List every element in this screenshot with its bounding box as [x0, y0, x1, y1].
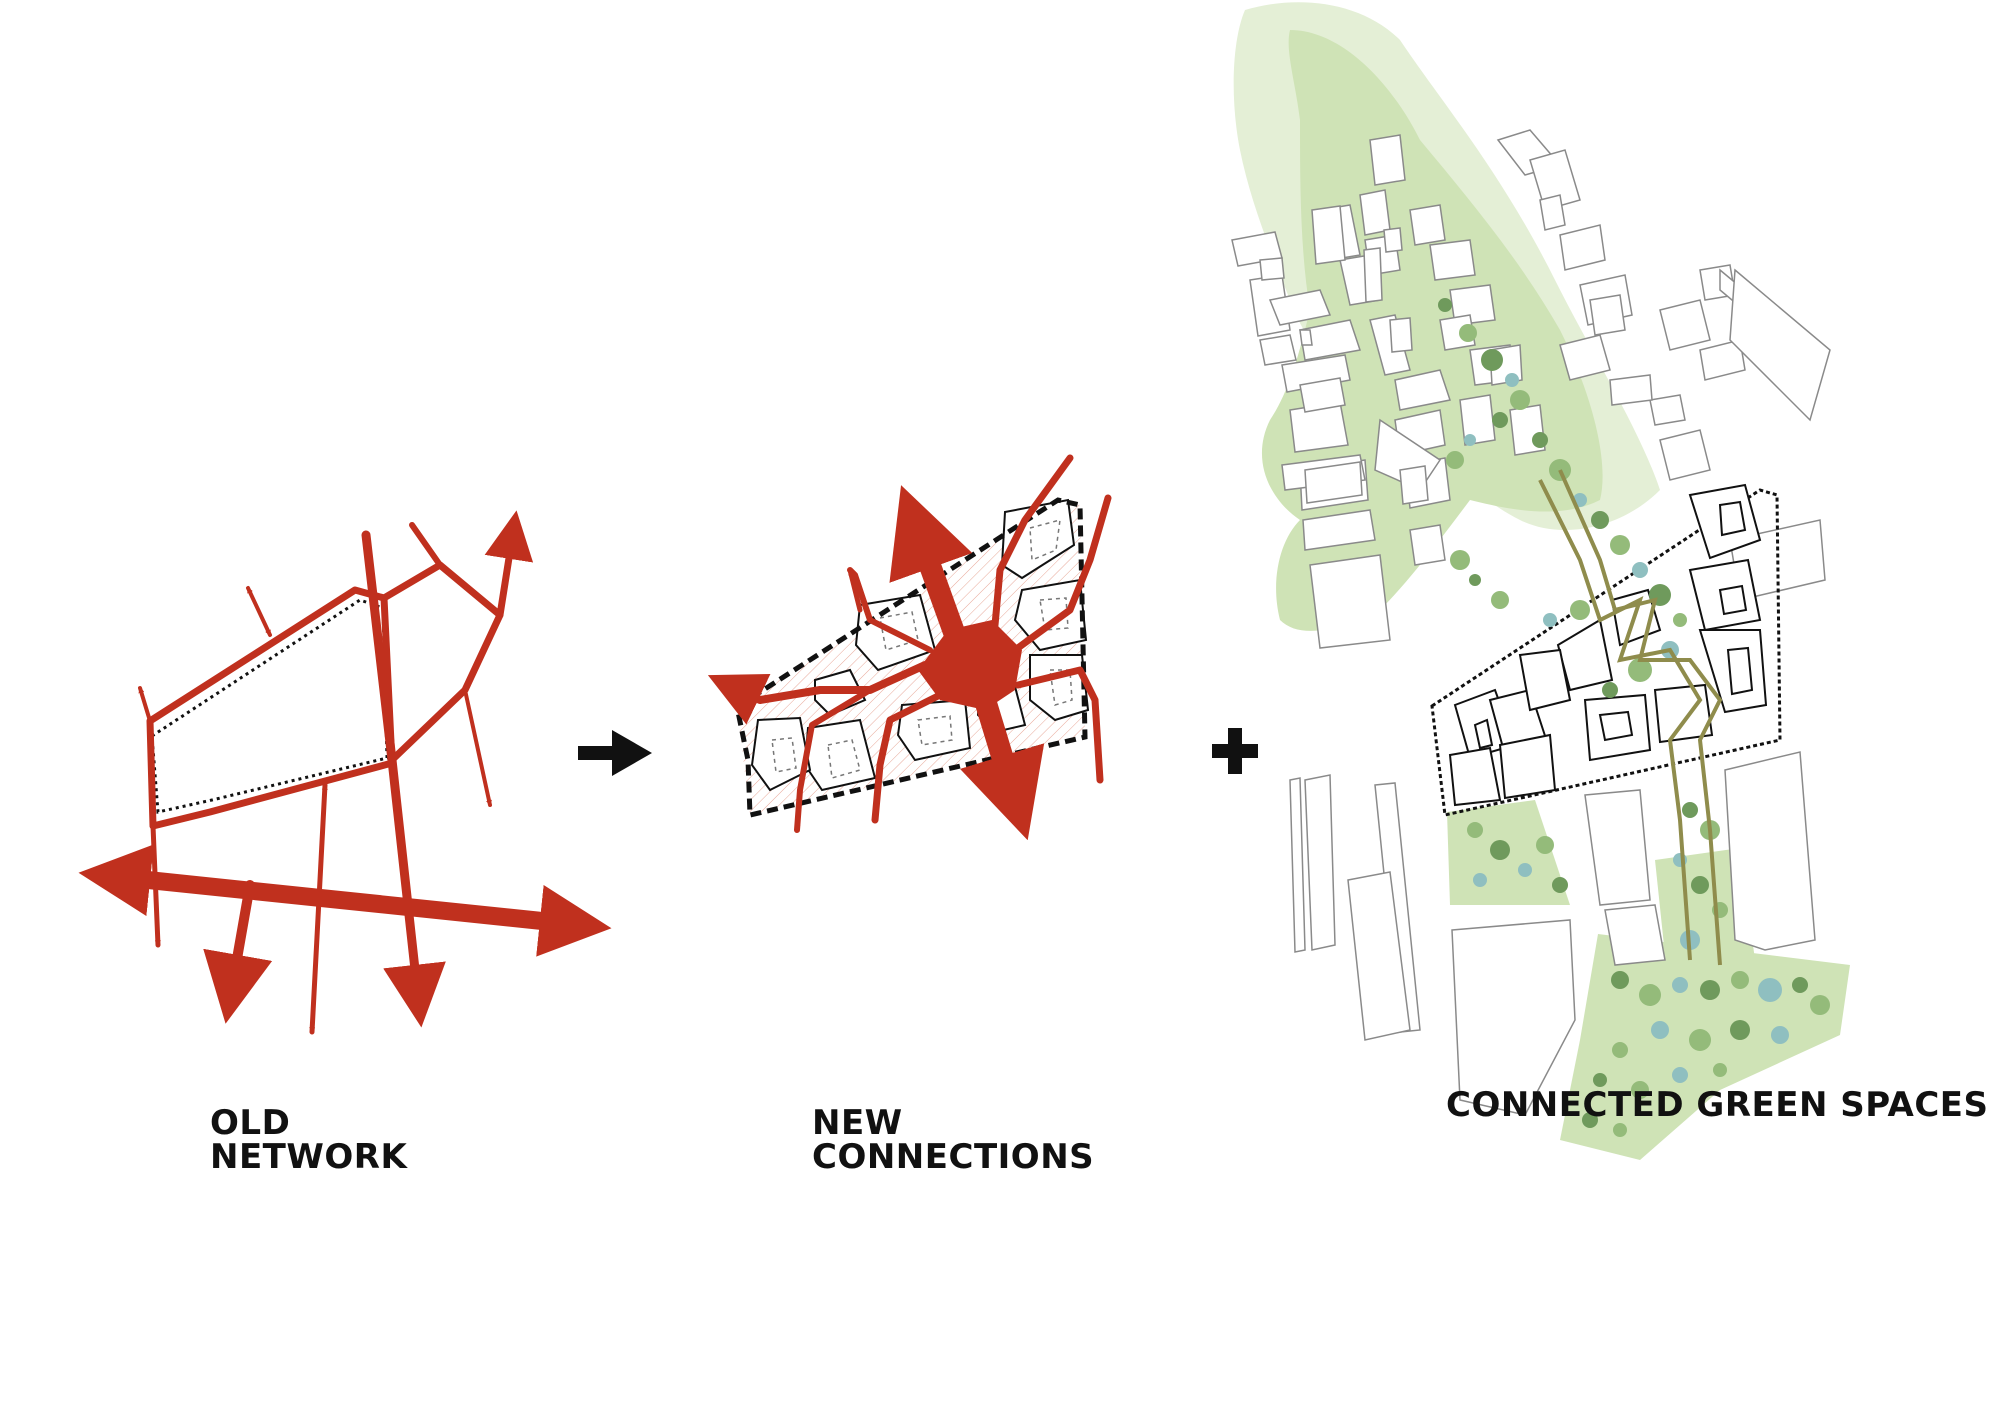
road-north-loop [380, 561, 504, 619]
green-site-boundary [1430, 488, 1782, 817]
connection-southwest [871, 691, 944, 824]
road-south-1 [203, 880, 273, 1024]
green-connection-path-2 [1558, 469, 1723, 966]
connection-north-main [889, 485, 973, 646]
arrow-right-icon [578, 730, 652, 776]
old-network-label-line2: NETWORK [210, 1137, 408, 1177]
road-left-north [138, 686, 152, 723]
road-northeast [388, 510, 534, 764]
connection-east [1014, 666, 1104, 784]
road-north-branch [409, 522, 443, 568]
new-connections-label-line1: NEW [812, 1103, 903, 1143]
road-west-spur [246, 586, 272, 637]
connection-south-main [959, 689, 1045, 841]
road-east-spur [463, 688, 492, 807]
connected-green-spaces-diagram [1231, 2, 1850, 1160]
connection-south-left [794, 687, 873, 833]
connection-west [707, 661, 929, 725]
new-building-courtyards [771, 518, 1073, 779]
plus-icon [1212, 728, 1258, 774]
road-left [150, 823, 161, 948]
connection-north-small [847, 567, 863, 613]
old-network-label-line1: OLD [210, 1103, 291, 1143]
site-buildings [1448, 483, 1768, 807]
trees [1438, 298, 1830, 1137]
green-park-middle [1655, 848, 1755, 960]
connection-northeast-2 [1011, 494, 1112, 654]
new-connections-label-line2: CONNECTIONS [812, 1137, 1095, 1177]
road-main-avenue [78, 844, 612, 957]
site-building-courtyards [1473, 500, 1754, 750]
new-connections-diagram [707, 454, 1112, 841]
connection-northeast-1 [991, 454, 1074, 629]
new-site-boundary [734, 497, 1088, 819]
green-connection-path [1538, 479, 1703, 961]
central-plaza [918, 620, 1022, 710]
old-network-diagram [78, 510, 612, 1035]
green-spaces-label: CONNECTED GREEN SPACES [1446, 1085, 1989, 1125]
road-spine [361, 530, 446, 1028]
site-boundary [150, 598, 389, 814]
road-south-2 [309, 782, 328, 1035]
